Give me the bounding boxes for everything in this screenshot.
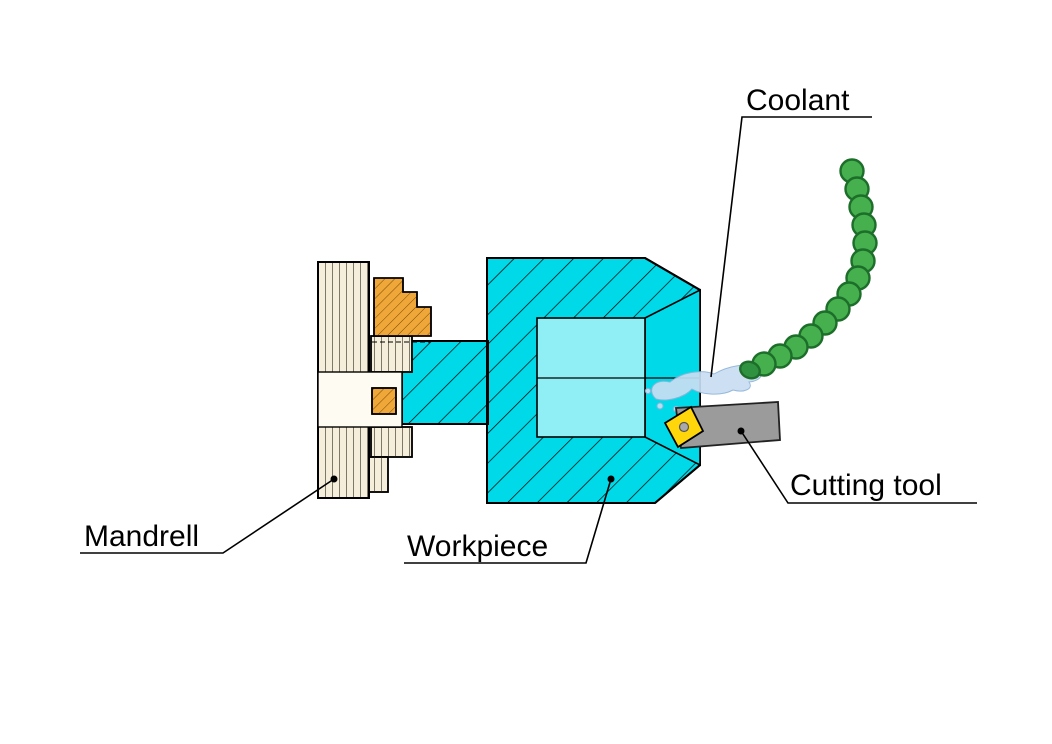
workpiece-section: [401, 257, 701, 504]
label-texts: Coolant Cutting tool Workpiece Mandrell: [84, 84, 942, 563]
spray-droplet: [656, 402, 664, 410]
insert-screw-icon: [678, 421, 690, 433]
callout-leaders: [80, 116, 977, 564]
coolant-label: Coolant: [746, 84, 850, 117]
clamp-hatch: [371, 277, 432, 415]
workpiece-shaft-hatch: [401, 340, 489, 425]
leader-dot-cutting-tool: [737, 427, 745, 435]
spray-blob: [651, 364, 762, 401]
mandrell-label: Mandrell: [84, 520, 199, 553]
leader-dot-mandrell: [330, 475, 338, 483]
leader-dot-workpiece: [607, 475, 615, 483]
cutting-tool-leader: [740, 430, 977, 504]
coolant-leader: [710, 116, 872, 378]
coolant-hose: [739, 158, 878, 380]
cutting-tool-label: Cutting tool: [790, 469, 942, 502]
hose-nozzle: [739, 360, 761, 380]
mandrell-leader: [80, 478, 335, 554]
workpiece-leader: [404, 478, 612, 564]
workpiece-label: Workpiece: [407, 530, 548, 563]
mandrel-assembly: [317, 261, 432, 499]
leader-dots: [330, 427, 745, 483]
mandrel-hatch: [317, 261, 413, 499]
spray-droplet: [644, 387, 652, 395]
cutting-tool: [663, 401, 781, 449]
